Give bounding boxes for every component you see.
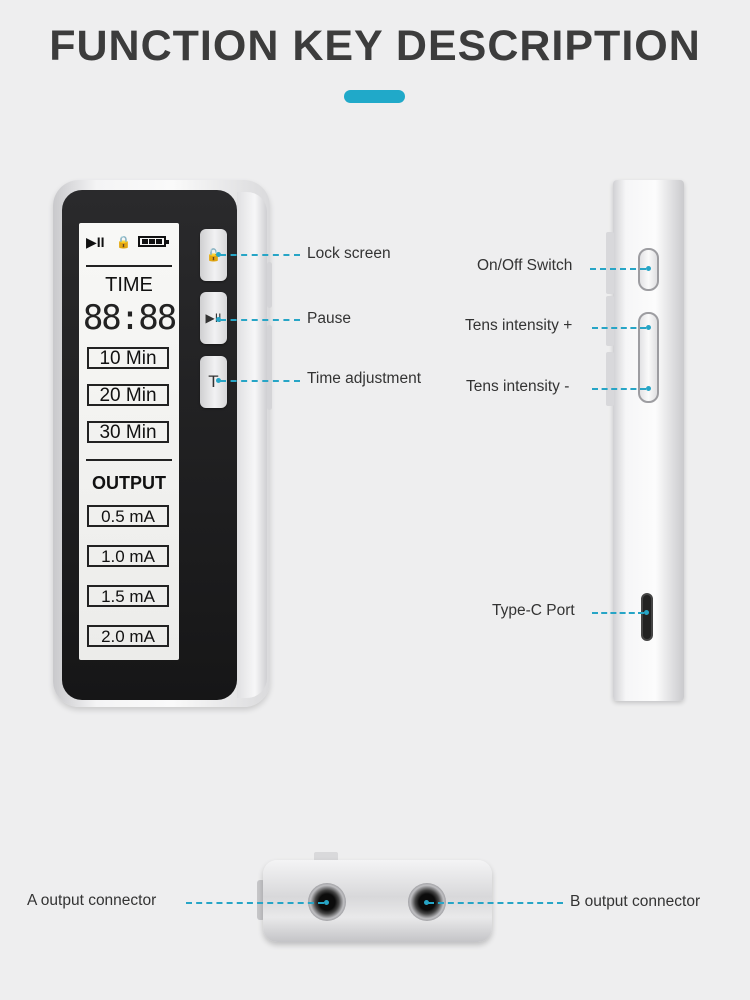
time-callout-line bbox=[220, 380, 300, 382]
title-accent-bar bbox=[344, 90, 405, 103]
lcd-time-heading: TIME bbox=[105, 274, 153, 296]
bottom-device-nub bbox=[314, 852, 338, 862]
lcd-time-digits: 88:88 bbox=[82, 298, 177, 338]
time-callout-dot bbox=[216, 378, 221, 383]
tens-intensity-minus-label: Tens intensity - bbox=[466, 378, 570, 395]
side-edge-ridge bbox=[606, 232, 614, 294]
type-c-callout-dot bbox=[644, 610, 649, 615]
intensity-plus-callout-dot bbox=[646, 325, 651, 330]
lock-screen-label: Lock screen bbox=[307, 245, 391, 262]
lcd-divider-middle bbox=[86, 459, 172, 461]
lcd-output-option: 0.5 mA bbox=[87, 505, 169, 527]
intensity-minus-callout-line bbox=[592, 388, 646, 390]
intensity-plus-callout-line bbox=[592, 327, 646, 329]
pause-button[interactable]: ▶II bbox=[200, 292, 227, 344]
lcd-divider-top bbox=[86, 265, 172, 267]
front-side-nub-bottom bbox=[267, 325, 272, 410]
lcd-time-option: 10 Min bbox=[87, 347, 169, 369]
bottom-device-body bbox=[263, 860, 492, 942]
front-device-side-strip bbox=[237, 192, 267, 698]
tens-intensity-plus-label: Tens intensity + bbox=[465, 317, 573, 334]
on-off-callout-dot bbox=[646, 266, 651, 271]
type-c-port-label: Type-C Port bbox=[492, 602, 575, 619]
play-pause-icon: ▶II bbox=[86, 234, 105, 250]
on-off-callout-line bbox=[590, 268, 646, 270]
lcd-status-icons: ▶II 🔒 bbox=[86, 234, 172, 252]
b-output-callout-dot bbox=[424, 900, 429, 905]
intensity-rocker-button[interactable] bbox=[638, 312, 659, 403]
pause-callout-line bbox=[220, 319, 300, 321]
a-output-callout-line bbox=[186, 902, 324, 904]
lcd-output-heading: OUTPUT bbox=[92, 473, 166, 493]
page-title: FUNCTION KEY DESCRIPTION bbox=[49, 22, 701, 70]
time-adjustment-label: Time adjustment bbox=[307, 370, 421, 387]
a-output-connector-label: A output connector bbox=[27, 892, 157, 909]
b-output-connector-label: B output connector bbox=[570, 893, 701, 910]
b-output-callout-line bbox=[428, 902, 563, 904]
type-c-callout-line bbox=[592, 612, 644, 614]
lcd-output-option: 1.0 mA bbox=[87, 545, 169, 567]
on-off-switch-label: On/Off Switch bbox=[477, 257, 573, 274]
lock-callout-line bbox=[220, 254, 300, 256]
front-side-nub-top bbox=[267, 262, 272, 308]
type-c-port bbox=[641, 593, 653, 641]
side-edge-ridge bbox=[606, 352, 614, 406]
intensity-minus-callout-dot bbox=[646, 386, 651, 391]
pause-label: Pause bbox=[307, 310, 351, 327]
lcd-time-option: 30 Min bbox=[87, 421, 169, 443]
time-adjustment-button[interactable]: T bbox=[200, 356, 227, 408]
side-edge-ridge bbox=[606, 296, 614, 346]
a-output-callout-dot bbox=[324, 900, 329, 905]
lock-icon: 🔒 bbox=[116, 235, 131, 249]
battery-icon bbox=[138, 236, 169, 247]
pause-callout-dot bbox=[216, 317, 221, 322]
lock-callout-dot bbox=[216, 252, 221, 257]
bottom-device-side-tab bbox=[257, 880, 265, 920]
lcd-time-option: 20 Min bbox=[87, 384, 169, 406]
lcd-output-option: 2.0 mA bbox=[87, 625, 169, 647]
lcd-output-option: 1.5 mA bbox=[87, 585, 169, 607]
